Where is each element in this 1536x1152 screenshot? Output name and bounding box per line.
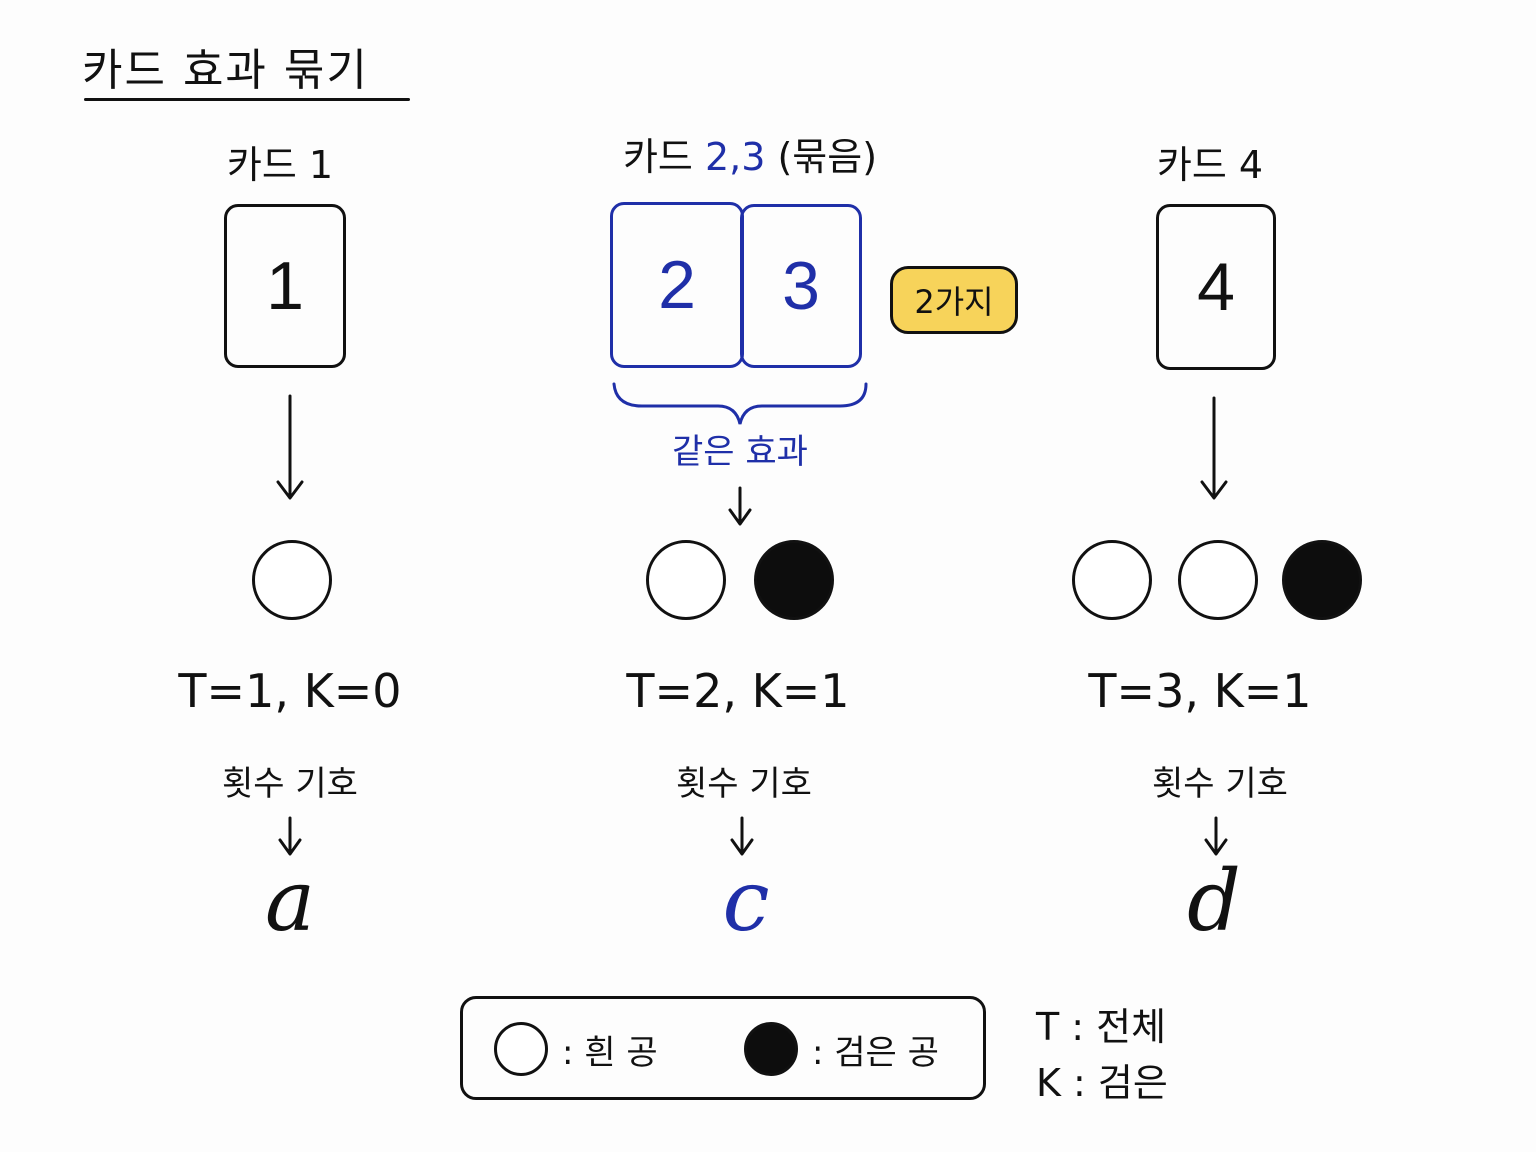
page-title: 카드 효과 묶기: [82, 45, 369, 96]
card-2-3-label-suffix: (묶음): [777, 135, 878, 179]
legend-black-label: : 검은 공: [812, 1032, 939, 1073]
card-1-label: 카드 1: [226, 143, 334, 187]
card-1-counts: T=1, K=0: [178, 664, 402, 718]
legend-white-label: : 흰 공: [562, 1032, 658, 1073]
arrow-down-icon: [1200, 396, 1228, 500]
card-2-3-caption: 횟수 기호: [676, 764, 812, 804]
white-ball: [1072, 540, 1152, 620]
card-2-3-counts: T=2, K=1: [626, 664, 850, 718]
card-4-counts: T=3, K=1: [1088, 664, 1312, 718]
arrow-down-icon: [730, 816, 754, 856]
card-2-3-label: 카드 2,3 (묶음): [590, 126, 910, 181]
symbol-d: d: [1187, 852, 1241, 950]
legend-item-white: : 흰 공: [494, 1022, 658, 1076]
arrow-down-icon: [276, 394, 304, 500]
white-ball: [646, 540, 726, 620]
symbol-c: c: [722, 852, 770, 950]
arrow-down-icon: [278, 816, 302, 856]
key-black: K : 검은: [1036, 1061, 1168, 1105]
brace-label: 같은 효과: [672, 432, 808, 472]
arrow-down-icon: [1204, 816, 1228, 856]
white-ball-icon: [494, 1022, 548, 1076]
card-4-caption: 횟수 기호: [1152, 764, 1288, 804]
black-ball: [754, 540, 834, 620]
black-ball-icon: [744, 1022, 798, 1076]
legend-item-black: : 검은 공: [744, 1022, 939, 1076]
legend: [460, 996, 986, 1100]
key-total: T : 전체: [1036, 1005, 1167, 1049]
black-ball: [1282, 540, 1362, 620]
title-underline: [84, 98, 410, 101]
combination-badge: 2가지: [890, 266, 1018, 334]
white-ball: [1178, 540, 1258, 620]
card-3: 3: [740, 204, 862, 368]
arrow-down-icon: [728, 486, 752, 526]
card-2-3-label-prefix: 카드: [622, 135, 693, 179]
symbol-a: a: [264, 852, 316, 950]
card-1: 1: [224, 204, 346, 368]
white-ball: [252, 540, 332, 620]
card-4: 4: [1156, 204, 1276, 370]
card-4-label: 카드 4: [1156, 143, 1264, 187]
card-1-caption: 횟수 기호: [222, 764, 358, 804]
curly-brace-icon: [612, 382, 868, 425]
card-2-3-label-numbers: 2,3: [704, 135, 766, 179]
